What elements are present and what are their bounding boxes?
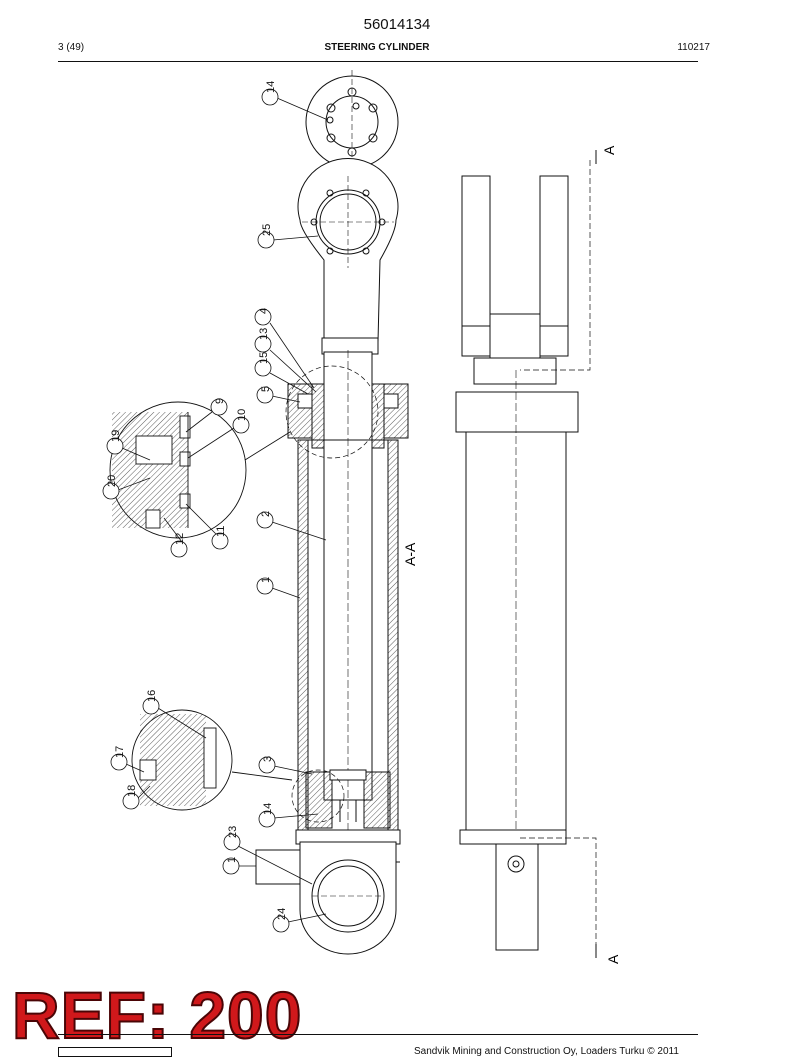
callout-24: 24 bbox=[272, 908, 327, 933]
svg-text:14: 14 bbox=[262, 803, 274, 815]
svg-text:24: 24 bbox=[276, 908, 288, 920]
svg-text:11: 11 bbox=[215, 526, 227, 537]
document-number: 56014134 bbox=[363, 16, 431, 33]
svg-text:14: 14 bbox=[265, 81, 277, 93]
callout-9: 9 bbox=[185, 398, 228, 433]
callout-4: 4 bbox=[254, 308, 315, 389]
cut-label-top: A bbox=[601, 145, 617, 155]
svg-text:20: 20 bbox=[106, 475, 118, 487]
svg-text:9: 9 bbox=[214, 398, 226, 404]
side-view bbox=[455, 150, 597, 958]
callout-13: 13 bbox=[254, 328, 317, 393]
footer-rule bbox=[58, 1034, 698, 1035]
svg-text:4: 4 bbox=[258, 308, 270, 314]
section-label: A-A bbox=[402, 542, 418, 566]
callout-15: 15 bbox=[254, 352, 309, 395]
logo-bar bbox=[58, 1047, 172, 1057]
sheet-title: STEERING CYLINDER bbox=[324, 42, 430, 53]
svg-text:1: 1 bbox=[226, 857, 238, 863]
callout-2: 2 bbox=[256, 511, 327, 541]
callout-18: 18 bbox=[122, 785, 151, 810]
page-indicator: 3 (49) bbox=[58, 42, 85, 53]
callout-16: 16 bbox=[142, 690, 207, 739]
rod-eye bbox=[297, 158, 399, 355]
callout-17: 17 bbox=[110, 746, 145, 773]
svg-text:2: 2 bbox=[260, 511, 272, 517]
callout-19: 19 bbox=[106, 430, 151, 461]
callout-23: 23 bbox=[223, 826, 313, 885]
callout-10: 10 bbox=[187, 409, 250, 459]
detail-bottom bbox=[131, 709, 293, 811]
top-end-view bbox=[305, 70, 399, 176]
svg-text:5: 5 bbox=[260, 386, 272, 392]
callout-12: 12 bbox=[163, 517, 188, 558]
callout-1-mid: 1 bbox=[256, 577, 301, 599]
callout-25: 25 bbox=[257, 224, 319, 249]
svg-text:1: 1 bbox=[260, 577, 272, 583]
svg-text:3: 3 bbox=[262, 756, 274, 762]
svg-text:13: 13 bbox=[258, 328, 270, 340]
date-code: 110217 bbox=[677, 42, 710, 53]
callout-14-bottom: 14 bbox=[258, 803, 319, 828]
svg-text:17: 17 bbox=[114, 746, 126, 758]
callout-11: 11 bbox=[185, 503, 229, 550]
svg-text:15: 15 bbox=[258, 352, 270, 364]
svg-text:25: 25 bbox=[261, 224, 273, 236]
header-rule bbox=[58, 61, 698, 62]
part-callouts: 14 25 4 13 15 5 9 10 19 20 12 11 2 1 16 … bbox=[102, 81, 329, 933]
cut-label-bottom: A bbox=[605, 954, 621, 964]
copyright-text: Sandvik Mining and Construction Oy, Load… bbox=[414, 1046, 679, 1057]
svg-text:18: 18 bbox=[126, 785, 138, 797]
callout-5: 5 bbox=[256, 386, 301, 404]
svg-text:16: 16 bbox=[146, 690, 158, 702]
cylinder-section bbox=[285, 350, 409, 900]
callout-1-bottom: 1 bbox=[222, 857, 256, 875]
svg-text:23: 23 bbox=[227, 826, 239, 838]
callout-3: 3 bbox=[258, 756, 313, 775]
svg-text:12: 12 bbox=[174, 533, 186, 545]
svg-text:10: 10 bbox=[236, 409, 248, 421]
base-eye bbox=[255, 841, 400, 955]
detail-top bbox=[109, 401, 291, 539]
ref-stamp: REF: 200 bbox=[11, 978, 303, 1052]
svg-text:19: 19 bbox=[110, 430, 122, 442]
callout-20: 20 bbox=[102, 475, 151, 500]
callout-14-top: 14 bbox=[261, 81, 329, 121]
